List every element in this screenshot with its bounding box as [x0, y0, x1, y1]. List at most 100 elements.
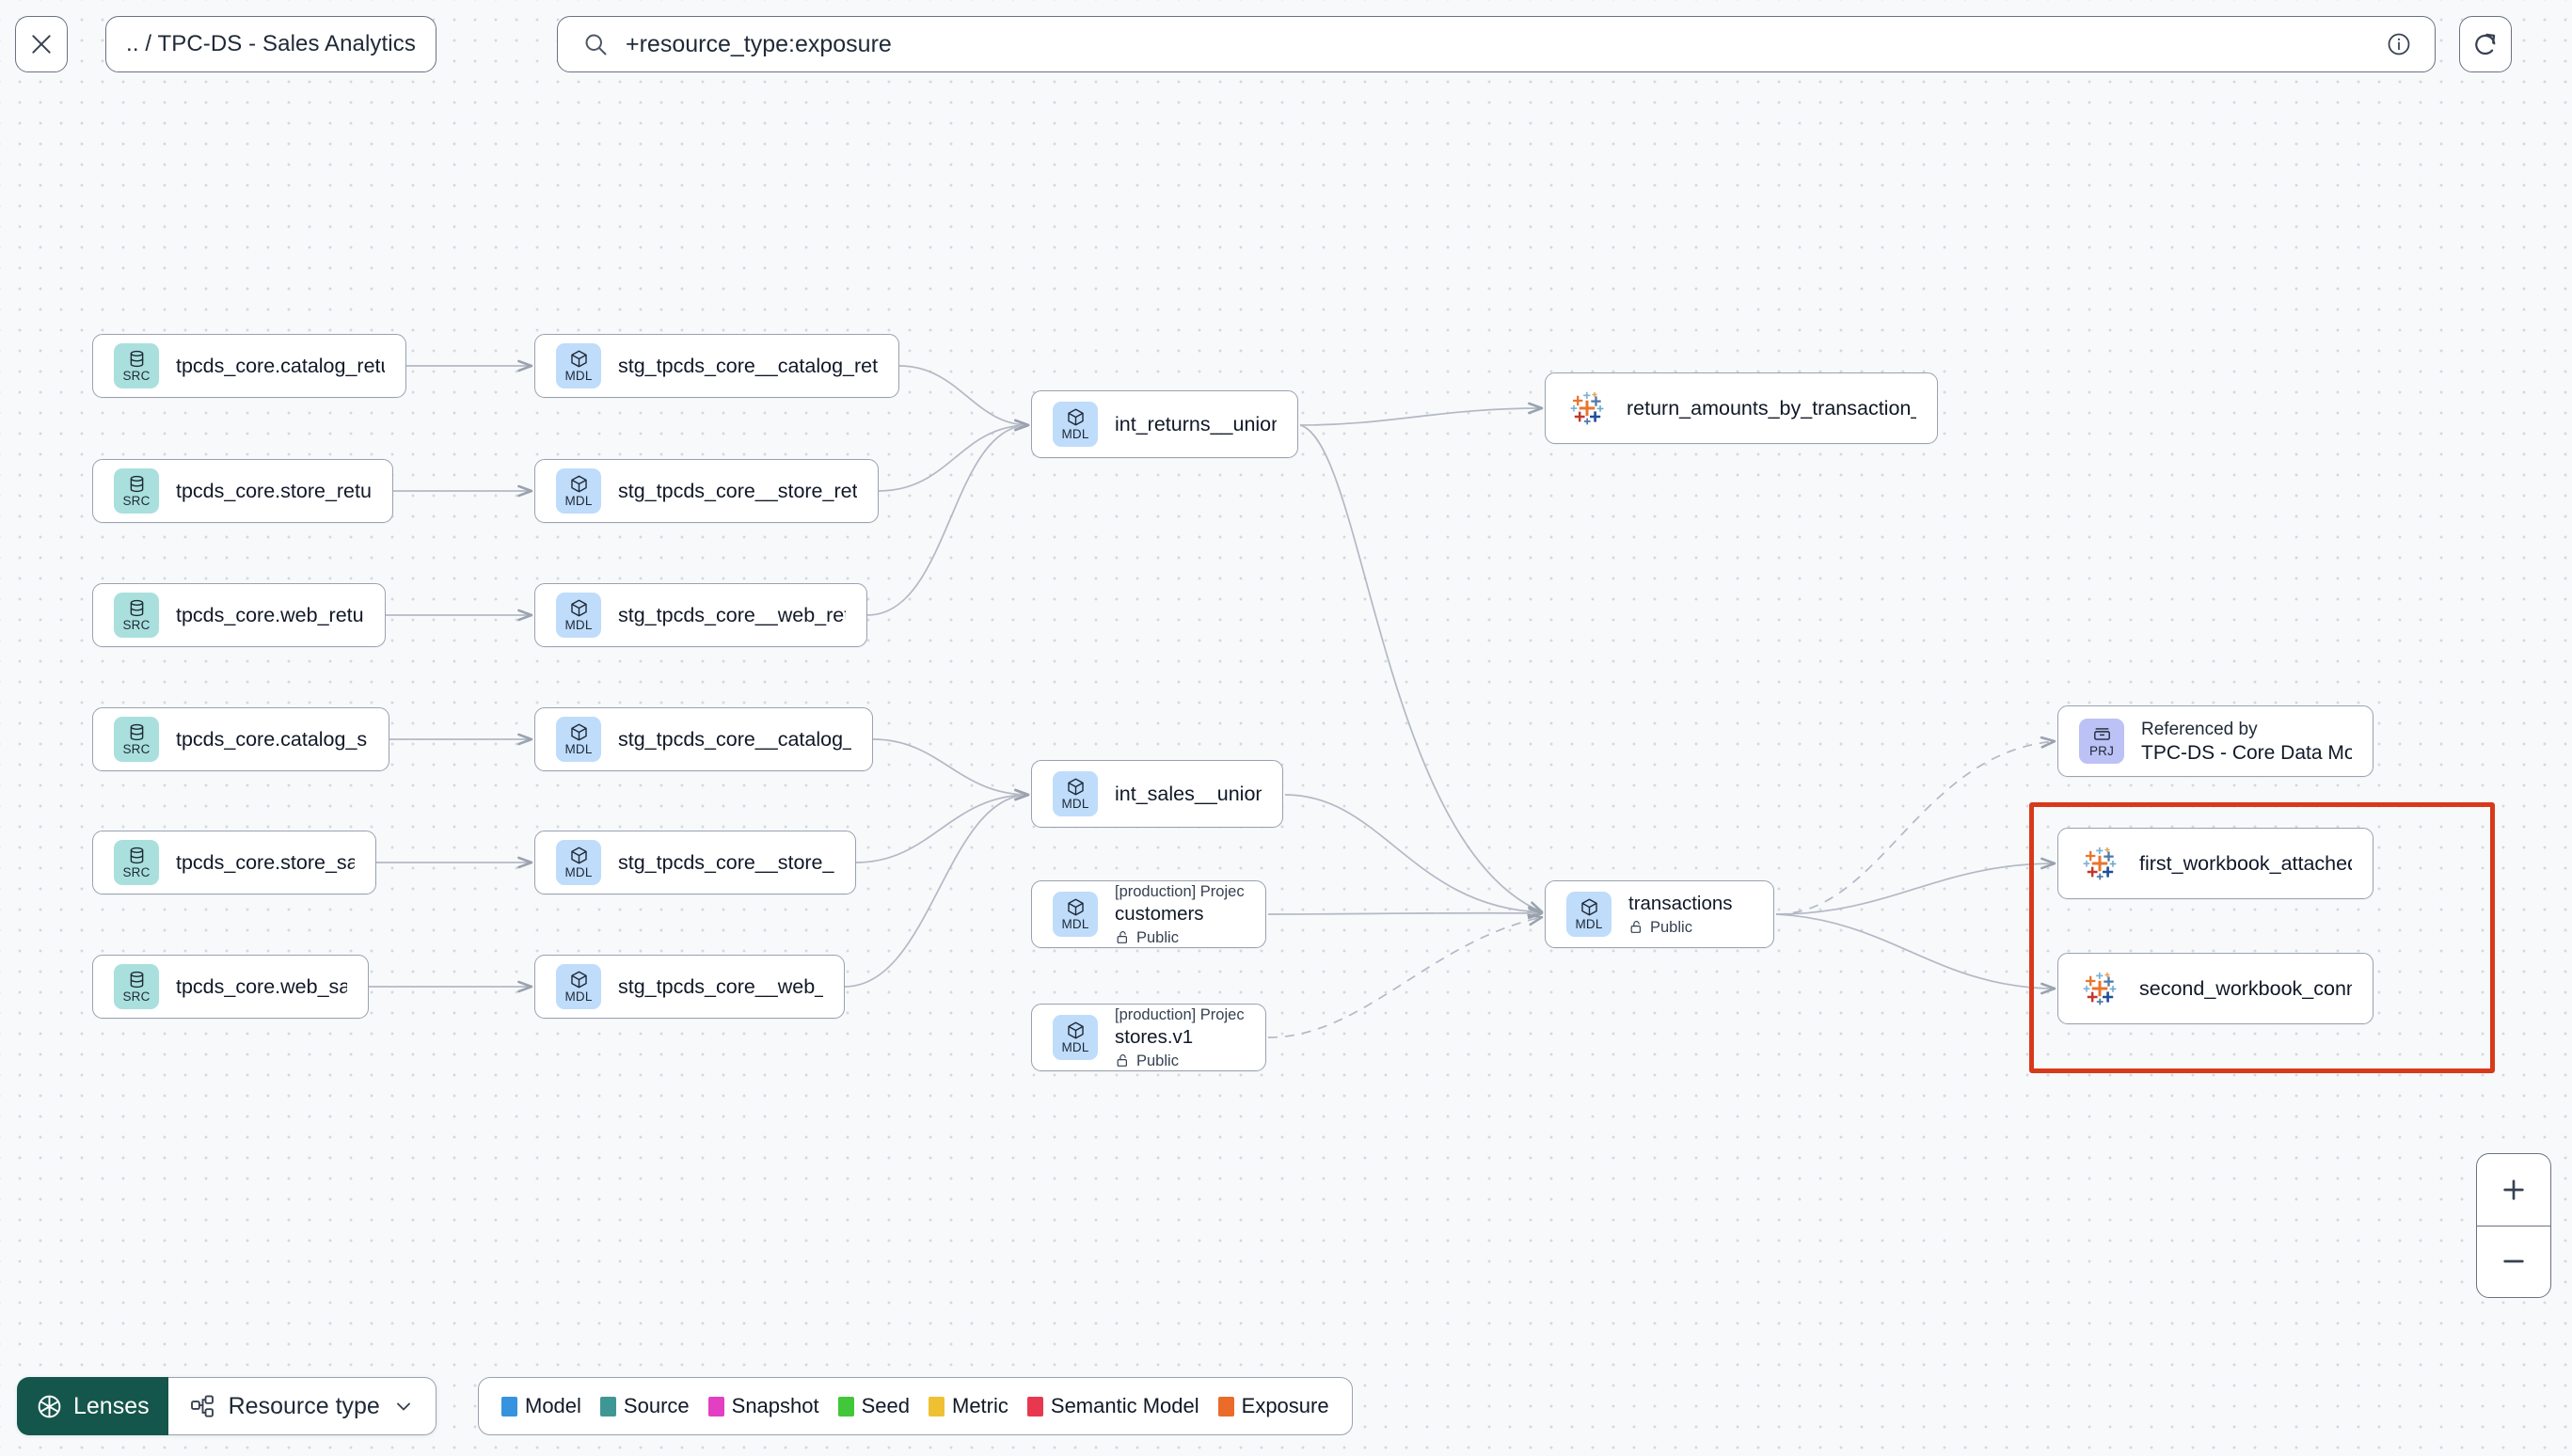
- node-badge-label: SRC: [122, 865, 151, 879]
- node-badge-glyph: [569, 474, 589, 494]
- unlock-icon: [1117, 1054, 1127, 1067]
- legend-swatch: [1026, 1396, 1043, 1416]
- legend-item[interactable]: Exposure: [1217, 1394, 1329, 1418]
- graph-node-exp-second-workbook[interactable]: second_workbook_connected_to_live…: [2057, 953, 2374, 1024]
- node-label: tpcds_core.web_returns: [176, 603, 364, 626]
- node-badge-exposure: [1566, 388, 1608, 429]
- graph-node-mdl-stg-web-returns[interactable]: MDL stg_tpcds_core__web_returns: [534, 583, 867, 647]
- node-badge-glyph: [1066, 1021, 1086, 1040]
- node-access-badge: Public: [1115, 1051, 1245, 1071]
- search-bar[interactable]: +resource_type:exposure: [557, 16, 2436, 72]
- lenses-group: Lenses Resource type: [17, 1377, 437, 1435]
- node-badge-label: MDL: [1061, 797, 1089, 811]
- node-referenced-by-label: Referenced by: [2141, 720, 2258, 739]
- node-label: stg_tpcds_core__web_returns: [618, 603, 846, 626]
- hierarchy-icon: [190, 1394, 214, 1417]
- bottom-toolbar: Lenses Resource type Model Source Snapshot…: [0, 1366, 2572, 1456]
- graph-node-mdl-stg-store-returns[interactable]: MDL stg_tpcds_core__store_returns: [534, 459, 879, 523]
- node-badge-exposure: [2079, 968, 2120, 1009]
- node-access-label: Public: [1136, 1052, 1179, 1069]
- node-label: stg_tpcds_core__store_returns: [618, 479, 857, 502]
- graph-node-src-web-returns[interactable]: SRC tpcds_core.web_returns: [92, 583, 386, 647]
- cube-icon: [570, 475, 587, 493]
- legend-swatch: [837, 1396, 854, 1416]
- node-label: int_returns__unioned: [1115, 412, 1277, 435]
- resource-type-dropdown[interactable]: Resource type: [167, 1377, 437, 1435]
- legend-item[interactable]: Semantic Model: [1026, 1394, 1199, 1418]
- cube-icon: [1067, 1021, 1084, 1039]
- database-icon: [130, 475, 143, 493]
- node-label: TPC-DS - Core Data Models: [2141, 742, 2352, 764]
- cube-icon: [1580, 898, 1597, 916]
- node-badge-src: SRC: [114, 717, 159, 762]
- node-badge-label: SRC: [122, 369, 151, 383]
- graph-node-prj-core-data-models[interactable]: PRJ Referenced by TPC-DS - Core Data Model…: [2057, 705, 2374, 777]
- node-label: tpcds_core.store_returns: [176, 479, 372, 502]
- graph-node-exp-first-workbook[interactable]: first_workbook_attached_to_tpc-ds_-_…: [2057, 828, 2374, 899]
- database-icon: [130, 723, 143, 741]
- node-badge-mdl: MDL: [1053, 771, 1098, 816]
- minus-icon: [2503, 1259, 2524, 1263]
- node-badge-prj: PRJ: [2079, 719, 2124, 764]
- legend-label: Semantic Model: [1050, 1394, 1199, 1417]
- legend-item[interactable]: Seed: [837, 1394, 910, 1418]
- resource-type-legend: Model Source Snapshot Seed Metric Semantic Mo…: [478, 1377, 1353, 1435]
- node-label: customers: [1115, 902, 1204, 925]
- cube-icon: [570, 723, 587, 741]
- legend-label: Snapshot: [731, 1394, 819, 1417]
- project-icon: [2093, 728, 2110, 740]
- graph-node-mdl-stg-catalog-sales[interactable]: MDL stg_tpcds_core__catalog_sales: [534, 707, 873, 771]
- legend-item[interactable]: Model: [501, 1394, 581, 1418]
- node-project-prefix: [production] Project: TPC-DS - Core Data…: [1115, 1005, 1245, 1023]
- close-button[interactable]: [15, 16, 68, 72]
- node-badge-label: MDL: [564, 494, 593, 508]
- legend-item[interactable]: Metric: [929, 1394, 1008, 1418]
- cube-icon: [570, 971, 587, 989]
- cube-icon: [570, 847, 587, 864]
- zoom-in-button[interactable]: [2477, 1154, 2550, 1227]
- legend-swatch: [501, 1396, 517, 1416]
- node-badge-mdl: MDL: [1053, 1015, 1098, 1060]
- node-badge-mdl: MDL: [556, 717, 601, 762]
- graph-node-mdl-customers[interactable]: MDL[production] Project: TPC-DS - Core D…: [1031, 880, 1266, 948]
- lenses-button[interactable]: Lenses: [17, 1377, 168, 1435]
- plus-icon: [2503, 1179, 2524, 1200]
- lenses-label: Lenses: [73, 1392, 150, 1419]
- node-badge-label: MDL: [564, 618, 593, 632]
- node-badge-label: SRC: [122, 989, 151, 1004]
- legend-item[interactable]: Snapshot: [707, 1394, 819, 1418]
- legend-swatch: [1217, 1396, 1234, 1416]
- node-access-label: Public: [1650, 918, 1692, 936]
- node-badge-glyph: [127, 474, 147, 494]
- zoom-out-button[interactable]: [2477, 1227, 2550, 1298]
- graph-node-mdl-stores-v1[interactable]: MDL [production] Project: TPC-DS - Core D…: [1031, 1004, 1266, 1071]
- node-badge-glyph: [127, 722, 147, 742]
- node-label: tpcds_core.catalog_sales: [176, 727, 368, 751]
- node-badge-glyph: [1066, 897, 1086, 917]
- legend-swatch: [929, 1396, 945, 1416]
- breadcrumb[interactable]: .. / TPC-DS - Sales Analytics: [105, 16, 437, 72]
- node-label: stg_tpcds_core__catalog_sales: [618, 727, 851, 751]
- legend-item[interactable]: Source: [599, 1394, 690, 1418]
- node-label: int_sales__unioned: [1115, 782, 1262, 805]
- graph-node-src-catalog-sales[interactable]: SRC tpcds_core.catalog_sales: [92, 707, 389, 771]
- refresh-button[interactable]: [2459, 16, 2512, 72]
- search-input[interactable]: +resource_type:exposure: [626, 30, 892, 57]
- graph-node-exp-return-amounts[interactable]: return_amounts_by_transaction_type: [1545, 372, 1938, 444]
- graph-node-mdl-int-sales-unioned[interactable]: MDL int_sales__unioned: [1031, 760, 1283, 828]
- node-badge-src: SRC: [114, 593, 159, 638]
- info-icon[interactable]: [2386, 31, 2412, 57]
- node-label: return_amounts_by_transaction_type: [1627, 396, 1916, 419]
- node-access-label: Public: [1136, 928, 1179, 946]
